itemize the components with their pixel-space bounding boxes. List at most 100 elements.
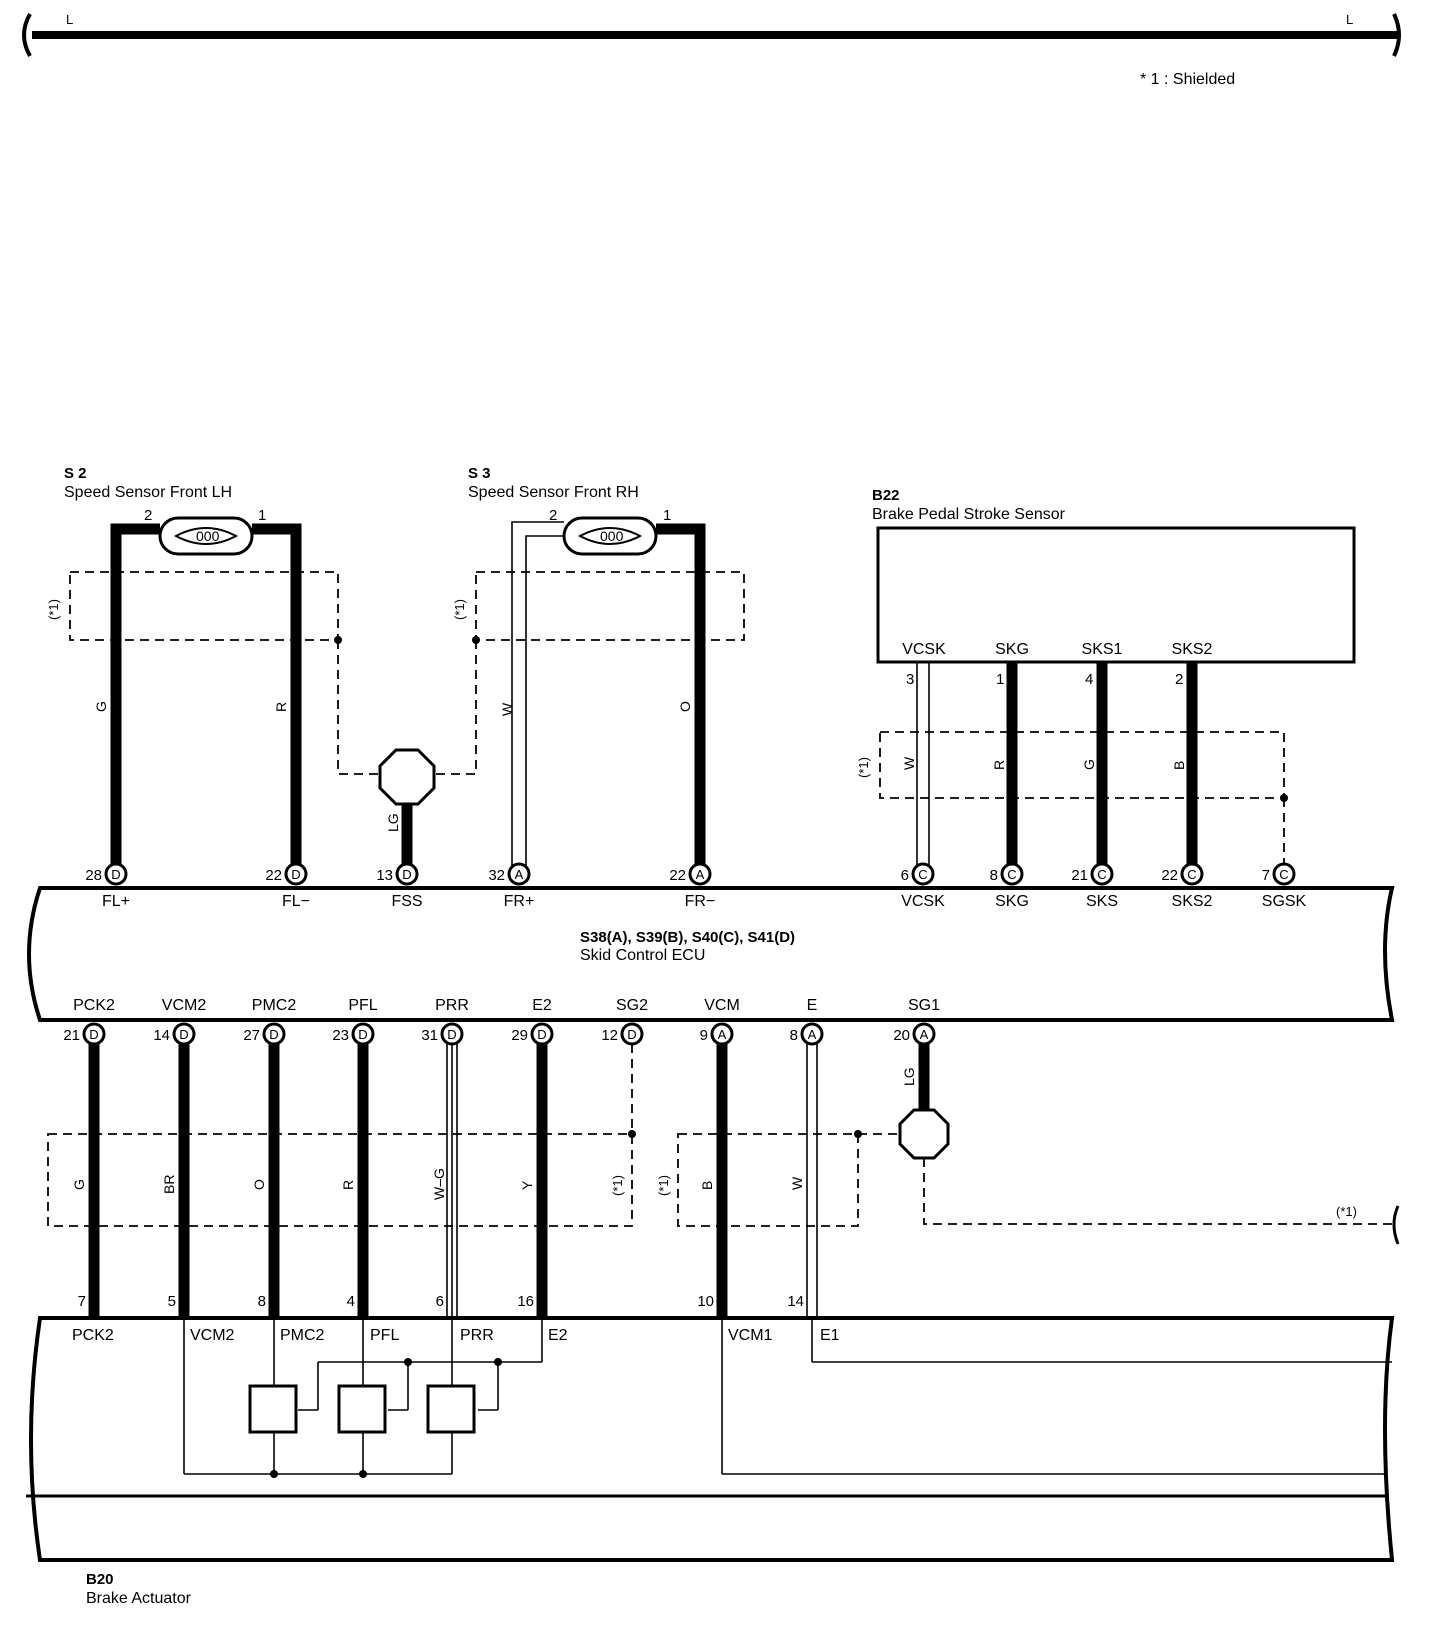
b20-label-e1: E1 [820,1327,840,1344]
actuator-shield-left [47,1133,633,1227]
top-bus: L L [22,12,1401,57]
wire-fr-plus-b [525,535,564,872]
conn-e2: D [537,1027,546,1042]
pin-pck2: 21 [63,1027,80,1044]
conn-skg: C [1007,867,1016,882]
label-flm: FL− [282,893,310,910]
b22-body [876,526,1356,664]
wire-color-pck2: G [71,1179,87,1190]
pin-sgsk: 7 [1262,867,1270,884]
pin-frp: 32 [488,867,505,884]
s3-shield [475,571,745,641]
wire-color-sks2: B [1171,761,1187,770]
label-vcm2: VCM2 [162,997,207,1014]
conn-frp: A [515,867,524,882]
wire-fr-plus-a [511,521,564,872]
b20-pin-e2: 16 [517,1293,534,1310]
wire-fl-plus [110,523,160,872]
pin-pmc2: 27 [243,1027,260,1044]
s3-code: S 3 [468,465,491,482]
b20-code: B20 [86,1571,114,1588]
wire-color-prr: W–G [431,1168,447,1200]
speed-sensor-front-rh: S 3 Speed Sensor Front RH 2 1 000 W O (*… [434,465,745,872]
b22-terminal-vcsk: VCSK [902,641,946,658]
conn-flm: D [291,867,300,882]
bus-shield-label: (*1) [1336,1204,1357,1219]
pin-flp: 28 [85,867,102,884]
solenoid-prr-icon [426,1384,476,1434]
pin-e2: 29 [511,1027,528,1044]
conn-flp: D [111,867,120,882]
b22-terminal-skg: SKG [995,641,1029,658]
solenoid-pfl-icon [337,1384,387,1434]
label-vcm: VCM [704,997,740,1014]
s2-sensor-body [158,516,254,556]
shield-ground-front: LG [378,748,436,872]
pin-sg1: 20 [893,1027,910,1044]
label-flp: FL+ [102,893,130,910]
s2-pin-1: 1 [258,507,266,524]
wire-color-skg: R [991,760,1007,770]
shielded-note: * 1 : Shielded [1140,71,1235,88]
b20-pin-pmc2: 8 [258,1293,266,1310]
s3-coil-icon [577,527,643,545]
s3-name: Speed Sensor Front RH [468,484,639,501]
label-pck2: PCK2 [73,997,115,1014]
label-pmc2: PMC2 [252,997,297,1014]
ground-octagon-icon [378,748,436,806]
s3-shield-label: (*1) [452,599,467,620]
conn-sg1: A [920,1027,929,1042]
top-bus-right-label: L [1346,12,1353,27]
svg-text:000: 000 [600,528,624,544]
actuator-body [29,1316,1395,1562]
wire-color-vcm2: BR [161,1175,177,1194]
shield-drain-lh [337,640,384,775]
label-skg: SKG [995,893,1029,910]
b20-label-vcm1: VCM1 [728,1327,773,1344]
ecu-name: Skid Control ECU [580,947,705,964]
s2-coil-icon [173,527,239,545]
shield-drain-rh [434,640,477,775]
s2-shield [69,571,339,641]
wire-color-pfl: R [340,1180,356,1190]
top-bus-left-label: L [66,12,73,27]
pin-vcm: 9 [700,1027,708,1044]
wire-color-vcsk: W [901,756,917,770]
actuator-internal-circuit [183,1318,1392,1478]
conn-fss: D [402,867,411,882]
pin-sks: 21 [1071,867,1088,884]
ecu-top-pins: D 28 FL+ D 22 FL− D 13 FSS A 32 FR+ A 22… [85,862,1307,910]
ecu-bottom-pins: PCK2 VCM2 PMC2 PFL PRR E2 SG2 VCM E SG1 … [63,997,940,1046]
pin-flm: 22 [265,867,282,884]
solenoid-pmc2-icon [248,1384,298,1434]
conn-pmc2: D [269,1027,278,1042]
pin-pfl: 23 [332,1027,349,1044]
conn-vcm: A [718,1027,727,1042]
s2-pin-2: 2 [144,507,152,524]
s2-name: Speed Sensor Front LH [64,484,232,501]
label-prr: PRR [435,997,469,1014]
b22-pin-4: 4 [1085,671,1093,688]
label-sg2: SG2 [616,997,648,1014]
wire-color-fr-plus: W [499,702,515,716]
conn-sgsk: C [1279,867,1288,882]
actuator-shield-label-right: (*1) [656,1175,671,1196]
label-pfl: PFL [348,997,377,1014]
s2-code: S 2 [64,465,87,482]
conn-vcsk: C [918,867,927,882]
label-frp: FR+ [504,893,535,910]
conn-vcm2: D [179,1027,188,1042]
brake-pedal-stroke-sensor: B22 Brake Pedal Stroke Sensor VCSK SKG S… [856,487,1356,872]
label-e: E [807,997,818,1014]
label-sg1: SG1 [908,997,940,1014]
actuator-shield-right [677,1133,859,1227]
b20-label-vcm2: VCM2 [190,1327,235,1344]
wire-color-e2: Y [519,1180,535,1190]
b22-name: Brake Pedal Stroke Sensor [872,506,1066,523]
b20-pin-prr: 6 [436,1293,444,1310]
b22-terminal-sks2: SKS2 [1172,641,1213,658]
pin-e: 8 [790,1027,798,1044]
b20-pin-e1: 14 [787,1293,804,1310]
b20-pin-pfl: 4 [347,1293,355,1310]
wire-fl-minus [252,523,302,872]
